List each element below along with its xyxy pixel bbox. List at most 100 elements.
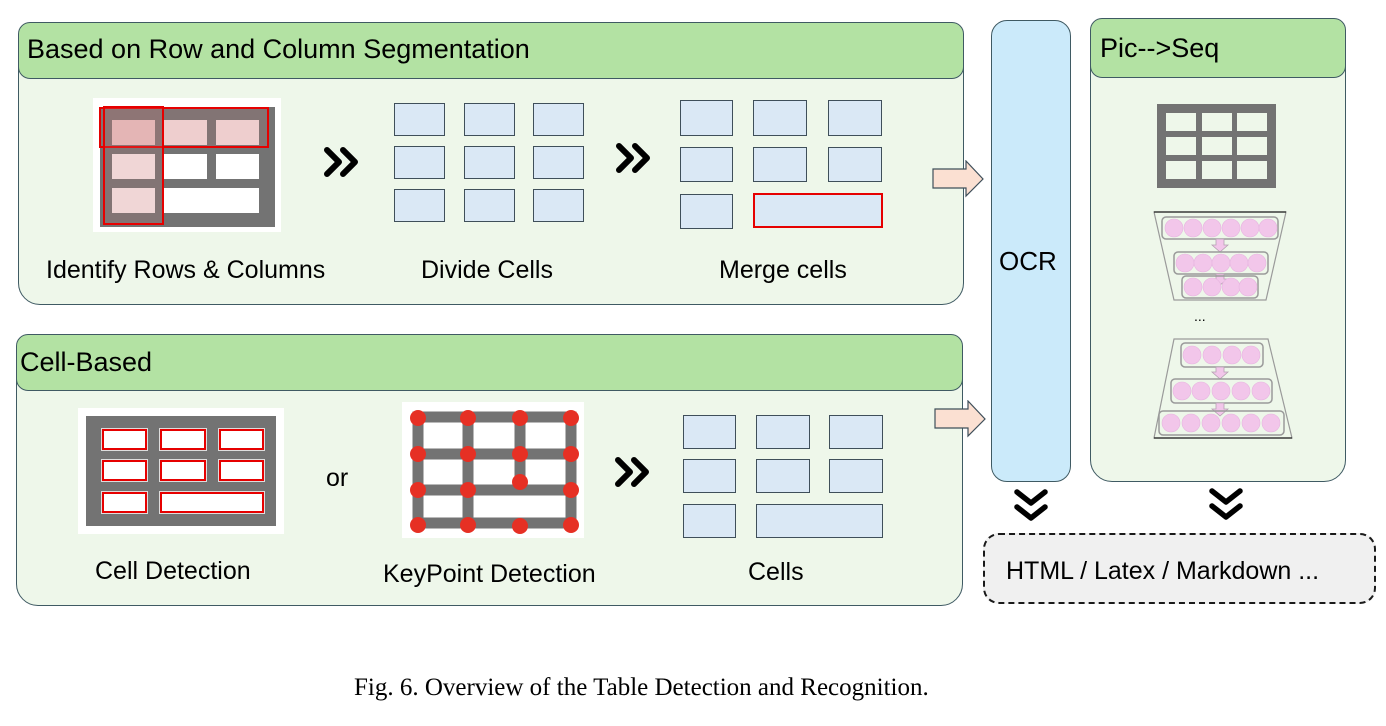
- cell: [753, 147, 807, 182]
- divide-cells-grid: [394, 103, 584, 223]
- merged-cell-highlight: [753, 193, 883, 228]
- detected-cell: [218, 428, 265, 451]
- cell-merged: [756, 504, 883, 538]
- table-cell: [1237, 161, 1267, 179]
- table-cell: [1166, 113, 1196, 131]
- table-cell: [216, 120, 259, 145]
- detected-cell: [159, 428, 207, 451]
- keypoint-marker: [512, 518, 528, 534]
- table-cell: [216, 154, 259, 179]
- double-chevron-right-icon: [615, 457, 649, 487]
- ellipsis-label: ...: [1194, 308, 1206, 324]
- cell: [394, 146, 445, 179]
- detected-cell: [159, 459, 207, 482]
- cell: [680, 147, 733, 182]
- table-cell: [1166, 137, 1196, 155]
- keypoint-marker: [512, 410, 528, 426]
- cell: [683, 415, 736, 449]
- or-connector-label: or: [326, 464, 349, 492]
- cell-detection-illustration: [78, 408, 284, 534]
- output-formats-box: [983, 533, 1376, 604]
- decoder-network-icon: [1153, 338, 1293, 439]
- keypoint-detection-illustration: [402, 402, 584, 538]
- keypoint-marker: [460, 482, 476, 498]
- keypoint-marker: [563, 446, 579, 462]
- cell: [829, 459, 883, 493]
- cell: [829, 415, 883, 449]
- table-cell: [164, 154, 207, 179]
- cell-based-header: [16, 334, 963, 391]
- cell: [753, 100, 807, 136]
- table-cell: [112, 188, 155, 213]
- detected-cell: [101, 428, 148, 451]
- cell: [533, 189, 584, 222]
- table-cell: [1202, 161, 1232, 179]
- keypoint-marker: [410, 446, 426, 462]
- cell: [464, 103, 515, 136]
- cell: [680, 194, 733, 229]
- cell: [394, 189, 445, 222]
- keypoint-marker: [512, 446, 528, 462]
- table-cell: [112, 154, 155, 179]
- cell: [464, 146, 515, 179]
- cells-label: Cells: [748, 558, 804, 586]
- ocr-label: OCR: [999, 246, 1057, 276]
- block-arrow-right-icon: [934, 400, 986, 438]
- identify-rows-columns-illustration: [93, 98, 281, 232]
- cell: [683, 504, 736, 538]
- keypoint-marker: [460, 517, 476, 533]
- keypoint-marker: [512, 474, 528, 490]
- detected-cell-merged: [159, 491, 265, 514]
- table-cell: [1166, 161, 1196, 179]
- detected-cell: [101, 459, 148, 482]
- double-chevron-down-icon: [1209, 488, 1243, 520]
- ocr-block: [991, 20, 1071, 482]
- keypoint-marker: [460, 446, 476, 462]
- table-cell: [112, 120, 155, 145]
- column-highlight-box: [103, 106, 164, 225]
- keypoints: [410, 410, 579, 534]
- figure-caption: Fig. 6. Overview of the Table Detection …: [354, 674, 929, 701]
- cell: [756, 415, 810, 449]
- table-cell: [164, 120, 207, 145]
- cell: [533, 103, 584, 136]
- keypoint-detection-label: KeyPoint Detection: [383, 560, 596, 588]
- double-chevron-right-icon: [616, 143, 650, 173]
- cell: [464, 189, 515, 222]
- row-col-segmentation-title: Based on Row and Column Segmentation: [27, 34, 530, 64]
- cell-detection-label: Cell Detection: [95, 557, 251, 585]
- keypoint-marker: [410, 517, 426, 533]
- cell: [683, 459, 736, 493]
- table-cell: [1237, 137, 1267, 155]
- row-col-segmentation-header: [18, 22, 964, 79]
- cell: [680, 100, 733, 136]
- pic-to-seq-title: Pic-->Seq: [1100, 33, 1220, 63]
- identify-rows-columns-label: Identify Rows & Columns: [46, 256, 326, 284]
- keypoint-marker: [563, 410, 579, 426]
- cell: [533, 146, 584, 179]
- keypoint-marker: [410, 482, 426, 498]
- cell: [394, 103, 445, 136]
- table-cell: [1202, 137, 1232, 155]
- detected-cell: [218, 459, 265, 482]
- merge-cells-label: Merge cells: [719, 256, 847, 284]
- cells-result-grid: [683, 415, 883, 539]
- divide-cells-label: Divide Cells: [421, 256, 553, 284]
- double-chevron-right-icon: [324, 147, 358, 177]
- table-cell: [1237, 113, 1267, 131]
- double-chevron-down-icon: [1014, 489, 1048, 521]
- merge-cells-grid: [680, 100, 884, 230]
- pic-to-seq-header: [1090, 18, 1346, 78]
- table-cell: [1202, 113, 1232, 131]
- keypoint-marker: [460, 410, 476, 426]
- cell: [756, 459, 810, 493]
- table-image-icon: [1157, 104, 1276, 188]
- table-cell-merged: [164, 188, 259, 213]
- block-arrow-right-icon: [932, 160, 984, 198]
- cell-based-title: Cell-Based: [20, 347, 153, 377]
- keypoint-marker: [563, 482, 579, 498]
- cell: [828, 147, 882, 182]
- cell: [828, 100, 882, 136]
- encoder-network-icon: [1153, 211, 1287, 301]
- detected-cell: [101, 491, 148, 514]
